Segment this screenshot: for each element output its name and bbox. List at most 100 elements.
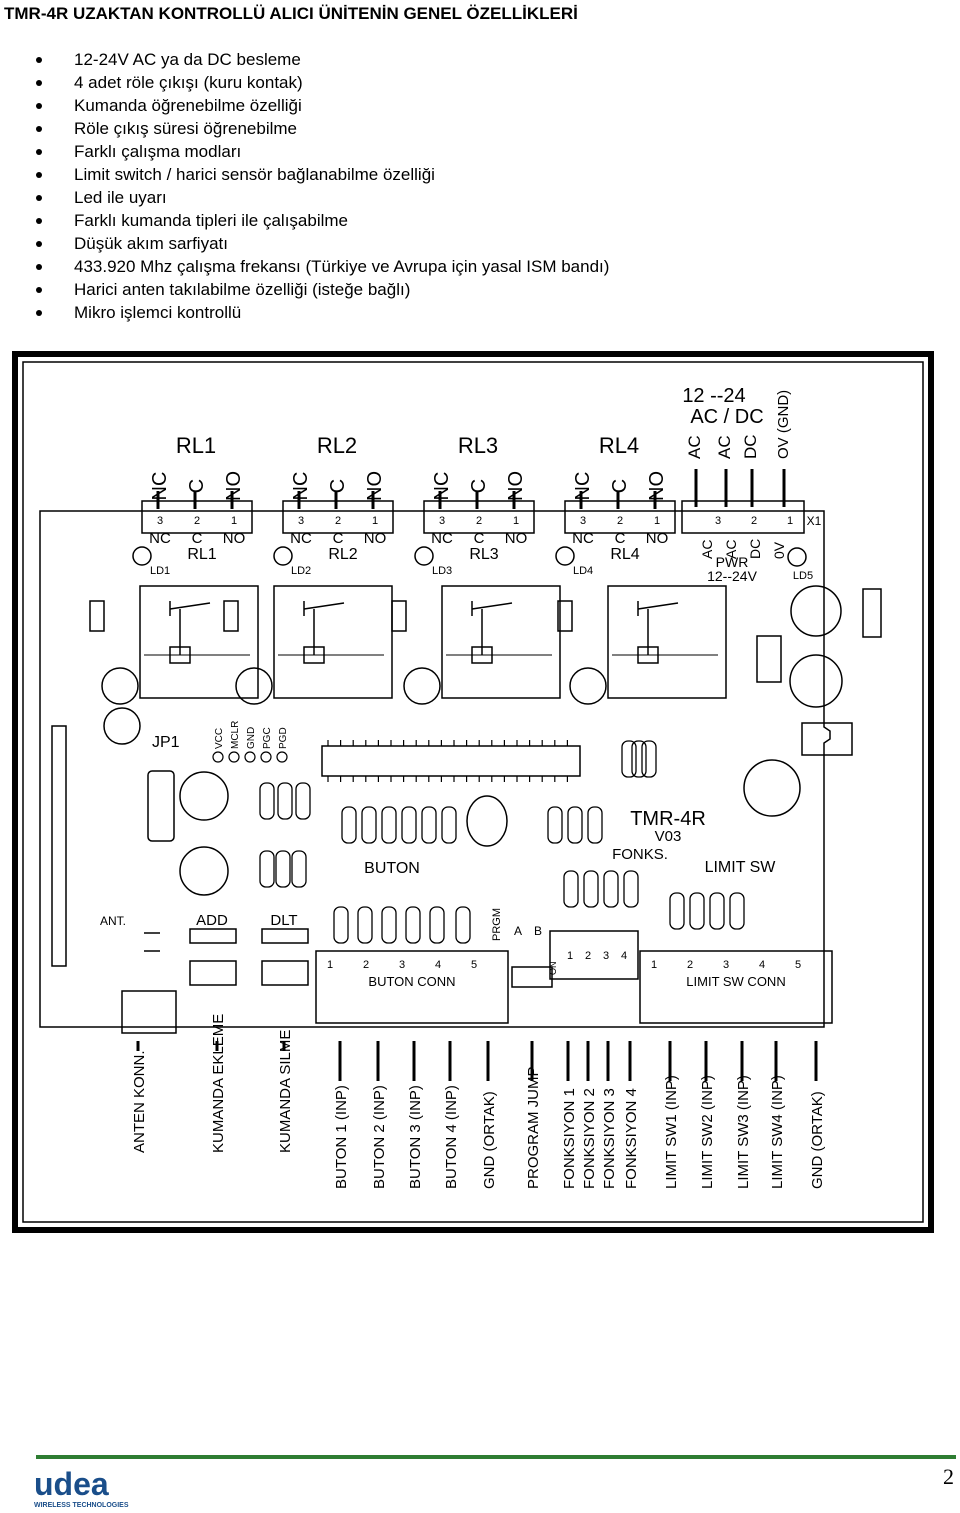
terminal-contact-label: NO — [223, 471, 245, 501]
limit-sw-conn-label: LIMIT SW CONN — [686, 974, 785, 989]
connector-block — [315, 950, 509, 1024]
bottom-wire-label: FONKSIYON 3 — [601, 1088, 618, 1189]
power-terminal-block — [681, 500, 805, 534]
power-terminal-label: AC — [685, 435, 704, 459]
add-button[interactable] — [189, 928, 237, 944]
terminal-contact-label: NC — [290, 472, 312, 501]
diode-2 — [756, 635, 782, 683]
footer-line — [36, 1455, 956, 1459]
bottom-wire-label: FONKSIYON 1 — [561, 1088, 578, 1189]
relay-headers: RL1NC3NCC2CNO1NORL1LD1RL2NC3NCC2CNO1NORL… — [132, 433, 676, 577]
board-contact-label: NC — [431, 530, 453, 547]
power-terminal-label: AC — [715, 435, 734, 459]
ant-label: ANT. — [100, 914, 126, 928]
pin-number: 1 — [231, 515, 237, 527]
board-contact-label: NO — [646, 530, 669, 547]
led-label: LD1 — [150, 565, 170, 577]
terminal-contact-label: NC — [431, 472, 453, 501]
dlt-switch — [261, 960, 309, 986]
led — [273, 546, 293, 566]
prog-pin-label: GND — [246, 727, 257, 749]
jp1-label: JP1 — [152, 734, 180, 751]
bottom-wire-label: KUMANDA SILME — [277, 1030, 294, 1153]
terminal-contact-label: NO — [646, 471, 668, 501]
connector-pin-number: 2 — [363, 959, 369, 971]
dlt-button[interactable] — [261, 928, 309, 944]
relay-body — [273, 585, 393, 699]
ld5-label: LD5 — [793, 570, 813, 582]
terminal-block — [423, 500, 535, 534]
capacitor-6 — [179, 846, 229, 896]
bottom-wire-label: BUTON 3 (INP) — [407, 1085, 424, 1189]
pin-number: 2 — [751, 515, 757, 527]
pwr-label: PWR — [716, 554, 749, 570]
feature-item: Düşük akım sarfiyatı — [30, 232, 609, 255]
connector-pin-number: 1 — [651, 959, 657, 971]
board-contact-label: C — [333, 530, 344, 547]
prog-pin-label: MCLR — [230, 721, 241, 749]
terminal-contact-label: NC — [572, 472, 594, 501]
jumper-b-label: B — [534, 924, 542, 938]
power-board-label: AC — [699, 540, 715, 559]
relay-board-label: RL3 — [469, 546, 498, 563]
feature-item: Röle çıkış süresi öğrenebilme — [30, 117, 609, 140]
regulator — [801, 722, 853, 756]
terminal-contact-label: NO — [505, 471, 527, 501]
feature-item: 433.920 Mhz çalışma frekansı (Türkiye ve… — [30, 255, 609, 278]
board-contact-label: C — [192, 530, 203, 547]
terminal-block — [141, 500, 253, 534]
pin-number: 3 — [157, 515, 163, 527]
x1-label: X1 — [807, 514, 822, 528]
pwr-range-label: 12--24V — [707, 568, 757, 584]
connector-pin-number: 4 — [435, 959, 441, 971]
capacitor-4 — [103, 707, 141, 745]
limit-sw-label: LIMIT SW — [705, 859, 777, 876]
led-label: LD4 — [573, 565, 593, 577]
terminal-contact-label: C — [327, 479, 349, 493]
pin-number: 2 — [617, 515, 623, 527]
pin-number: 3 — [580, 515, 586, 527]
model-label: TMR-4R — [630, 808, 706, 830]
feature-item: 4 adet röle çıkışı (kuru kontak) — [30, 71, 609, 94]
bottom-wire-label: BUTON 4 (INP) — [443, 1085, 460, 1189]
terminal-contact-label: C — [609, 479, 631, 493]
page-title: TMR-4R UZAKTAN KONTROLLÜ ALICI ÜNİTENİN … — [4, 4, 578, 23]
relay-label: RL2 — [317, 433, 357, 458]
power-board-label: DC — [747, 539, 763, 559]
antenna-connector — [121, 990, 177, 1034]
program-jumper[interactable] — [511, 966, 553, 988]
capacitor-2 — [789, 654, 843, 708]
connector-block — [639, 950, 833, 1024]
board-contact-label: NC — [572, 530, 594, 547]
led — [132, 546, 152, 566]
logo-text: udea — [34, 1468, 109, 1502]
terminal-block — [282, 500, 394, 534]
relay-label: RL3 — [458, 433, 498, 458]
pin-number: 1 — [372, 515, 378, 527]
relay-board-label: RL4 — [610, 546, 639, 563]
connector-pin-number: 2 — [687, 959, 693, 971]
led-ld5 — [787, 547, 807, 567]
dip-number: 2 — [585, 950, 591, 962]
crystal — [466, 795, 508, 847]
bottom-wire-label: LIMIT SW1 (INP) — [663, 1075, 680, 1189]
connector-pin-number: 3 — [399, 959, 405, 971]
diode-1 — [862, 588, 882, 638]
feature-item: Led ile uyarı — [30, 186, 609, 209]
bottom-wire-label: GND (ORTAK) — [481, 1091, 498, 1189]
pin-number: 3 — [715, 515, 721, 527]
terminal-contact-label: C — [468, 479, 490, 493]
board-contact-label: NC — [149, 530, 171, 547]
dip-switch[interactable] — [549, 930, 639, 980]
terminal-contact-label: NC — [149, 472, 171, 501]
bottom-wire-label: LIMIT SW3 (INP) — [735, 1075, 752, 1189]
relay-board-label: RL2 — [328, 546, 357, 563]
bottom-wire-label: FONKSIYON 2 — [581, 1088, 598, 1189]
board-contact-label: NO — [505, 530, 528, 547]
capacitor-3 — [743, 759, 801, 817]
dip-number: 1 — [567, 950, 573, 962]
board-diagram: 12 --24 AC / DC RL1NC3NCC2CNO1NORL1LD1RL… — [12, 351, 934, 1233]
board-contact-label: C — [474, 530, 485, 547]
feature-item: Limit switch / harici sensör bağlanabilm… — [30, 163, 609, 186]
